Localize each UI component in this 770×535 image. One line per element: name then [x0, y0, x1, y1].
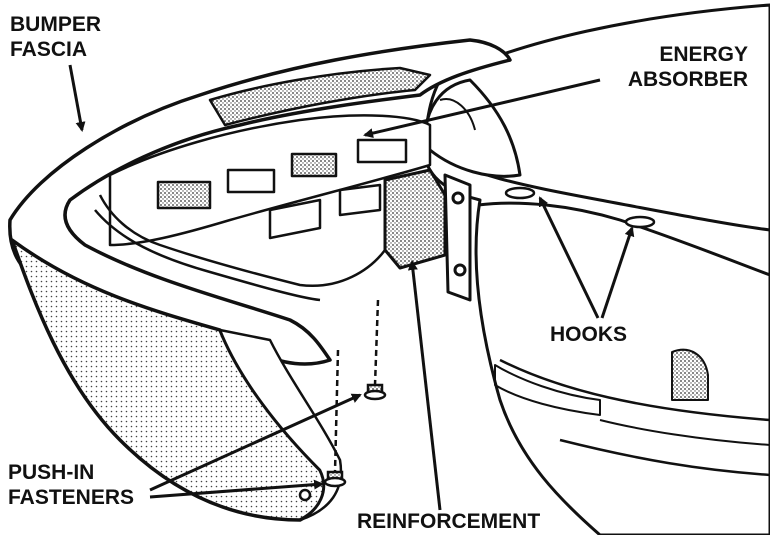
- reinforcement-label-text: REINFORCEMENT: [357, 510, 541, 533]
- push-in-fasteners-shape: [298, 299, 387, 502]
- reinforcement-label: REINFORCEMENT: [357, 509, 540, 534]
- bumper-fascia-shape: [8, 38, 512, 522]
- bumper-fascia-label: BUMPER FASCIA: [10, 12, 101, 62]
- energy-absorber-label-line2: ABSORBER: [627, 68, 748, 91]
- reinforcement-shape: [383, 168, 472, 302]
- energy-absorber-label: ENERGY ABSORBER: [628, 42, 748, 92]
- hooks-label-text: HOOKS: [550, 323, 628, 346]
- push-in-fasteners-label-line2: FASTENERS: [8, 486, 135, 509]
- push-in-fasteners-label-line1: PUSH-IN: [8, 461, 95, 484]
- hooks-label: HOOKS: [550, 322, 627, 347]
- vehicle-body: [422, 3, 770, 535]
- energy-absorber-label-line1: ENERGY: [659, 43, 748, 66]
- energy-absorber-shape: [94, 66, 432, 302]
- bumper-fascia-label-line2: FASCIA: [10, 38, 88, 61]
- bumper-fascia-label-line1: BUMPER: [10, 13, 102, 36]
- push-in-fasteners-label: PUSH-IN FASTENERS: [8, 460, 134, 510]
- leader-lines: [68, 64, 635, 511]
